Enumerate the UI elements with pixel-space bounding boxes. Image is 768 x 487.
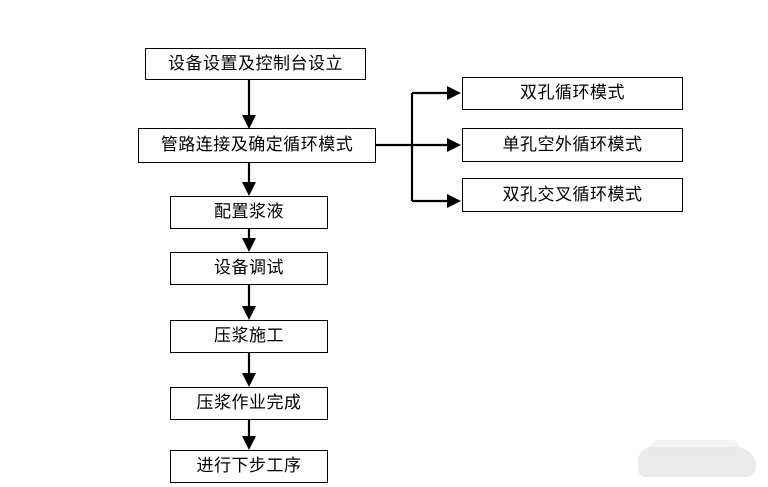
edge-n3-n4	[242, 229, 256, 252]
node-next-process[interactable]: 进行下步工序	[170, 450, 328, 483]
edge-n1-n2	[242, 80, 256, 129]
node-mode-single-hole-external-circulation[interactable]: 单孔空外循环模式	[462, 128, 683, 162]
node-label: 压浆作业完成	[196, 393, 302, 413]
edge-n5-n6	[242, 353, 256, 387]
edge-n4-n5	[242, 285, 256, 320]
node-label: 配置浆液	[214, 202, 284, 222]
node-label: 双孔交叉循环模式	[502, 184, 643, 205]
node-label: 设备设置及控制台设立	[168, 53, 343, 74]
edge-n6-n7	[242, 420, 256, 450]
edge-n2-r3	[412, 194, 461, 208]
node-label: 设备调试	[214, 258, 284, 278]
node-label: 压浆施工	[214, 326, 284, 346]
node-label: 单孔空外循环模式	[502, 134, 643, 155]
node-equipment-debug[interactable]: 设备调试	[170, 252, 328, 285]
edge-n2-n3	[242, 163, 256, 196]
node-mode-dual-hole-cross-circulation[interactable]: 双孔交叉循环模式	[462, 178, 683, 212]
node-label: 双孔循环模式	[520, 83, 625, 103]
node-mode-dual-hole-circulation[interactable]: 双孔循环模式	[462, 77, 683, 110]
node-pipeline-connection[interactable]: 管路连接及确定循环模式	[138, 128, 376, 163]
edge-n2-r2	[412, 138, 461, 152]
node-grouting-construction[interactable]: 压浆施工	[170, 320, 328, 353]
node-grouting-complete[interactable]: 压浆作业完成	[170, 387, 328, 420]
node-label: 进行下步工序	[196, 456, 302, 476]
node-prepare-grout[interactable]: 配置浆液	[170, 196, 328, 229]
edge-branch-trunk	[376, 93, 414, 201]
node-equipment-setup[interactable]: 设备设置及控制台设立	[145, 48, 366, 80]
node-label: 管路连接及确定循环模式	[160, 135, 354, 155]
edge-n2-r1	[412, 86, 461, 100]
